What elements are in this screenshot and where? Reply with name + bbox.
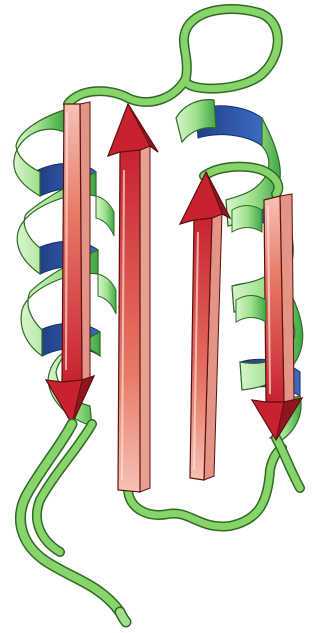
- tail-bottom: [20, 424, 126, 622]
- strand-2-side: [140, 146, 150, 492]
- strand-1-body: [62, 104, 82, 382]
- strand-3-up: [180, 172, 230, 480]
- strand-3-arrowhead: [180, 172, 230, 224]
- strand-4-body: [264, 196, 284, 402]
